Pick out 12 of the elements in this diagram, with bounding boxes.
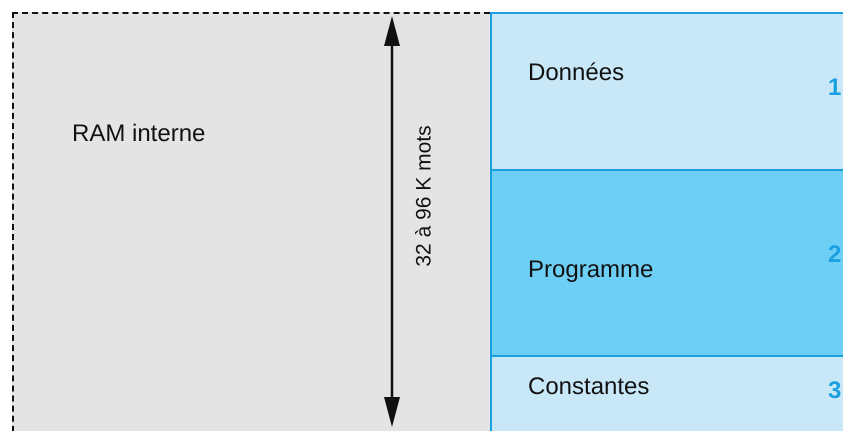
dimension-label: 32 à 96 K mots <box>412 125 436 267</box>
segment-number: 1 <box>828 74 842 102</box>
segment-label: Données <box>528 59 624 87</box>
segment-label: Constantes <box>528 373 650 401</box>
segment-label: RAM interne <box>72 120 206 148</box>
memory-segment <box>490 12 843 171</box>
memory-segment <box>490 169 843 357</box>
memory-area <box>12 12 490 431</box>
segment-number: 2 <box>828 241 842 269</box>
segment-label: Programme <box>528 256 654 284</box>
segment-number: 3 <box>828 377 842 405</box>
memory-segment <box>490 355 843 431</box>
